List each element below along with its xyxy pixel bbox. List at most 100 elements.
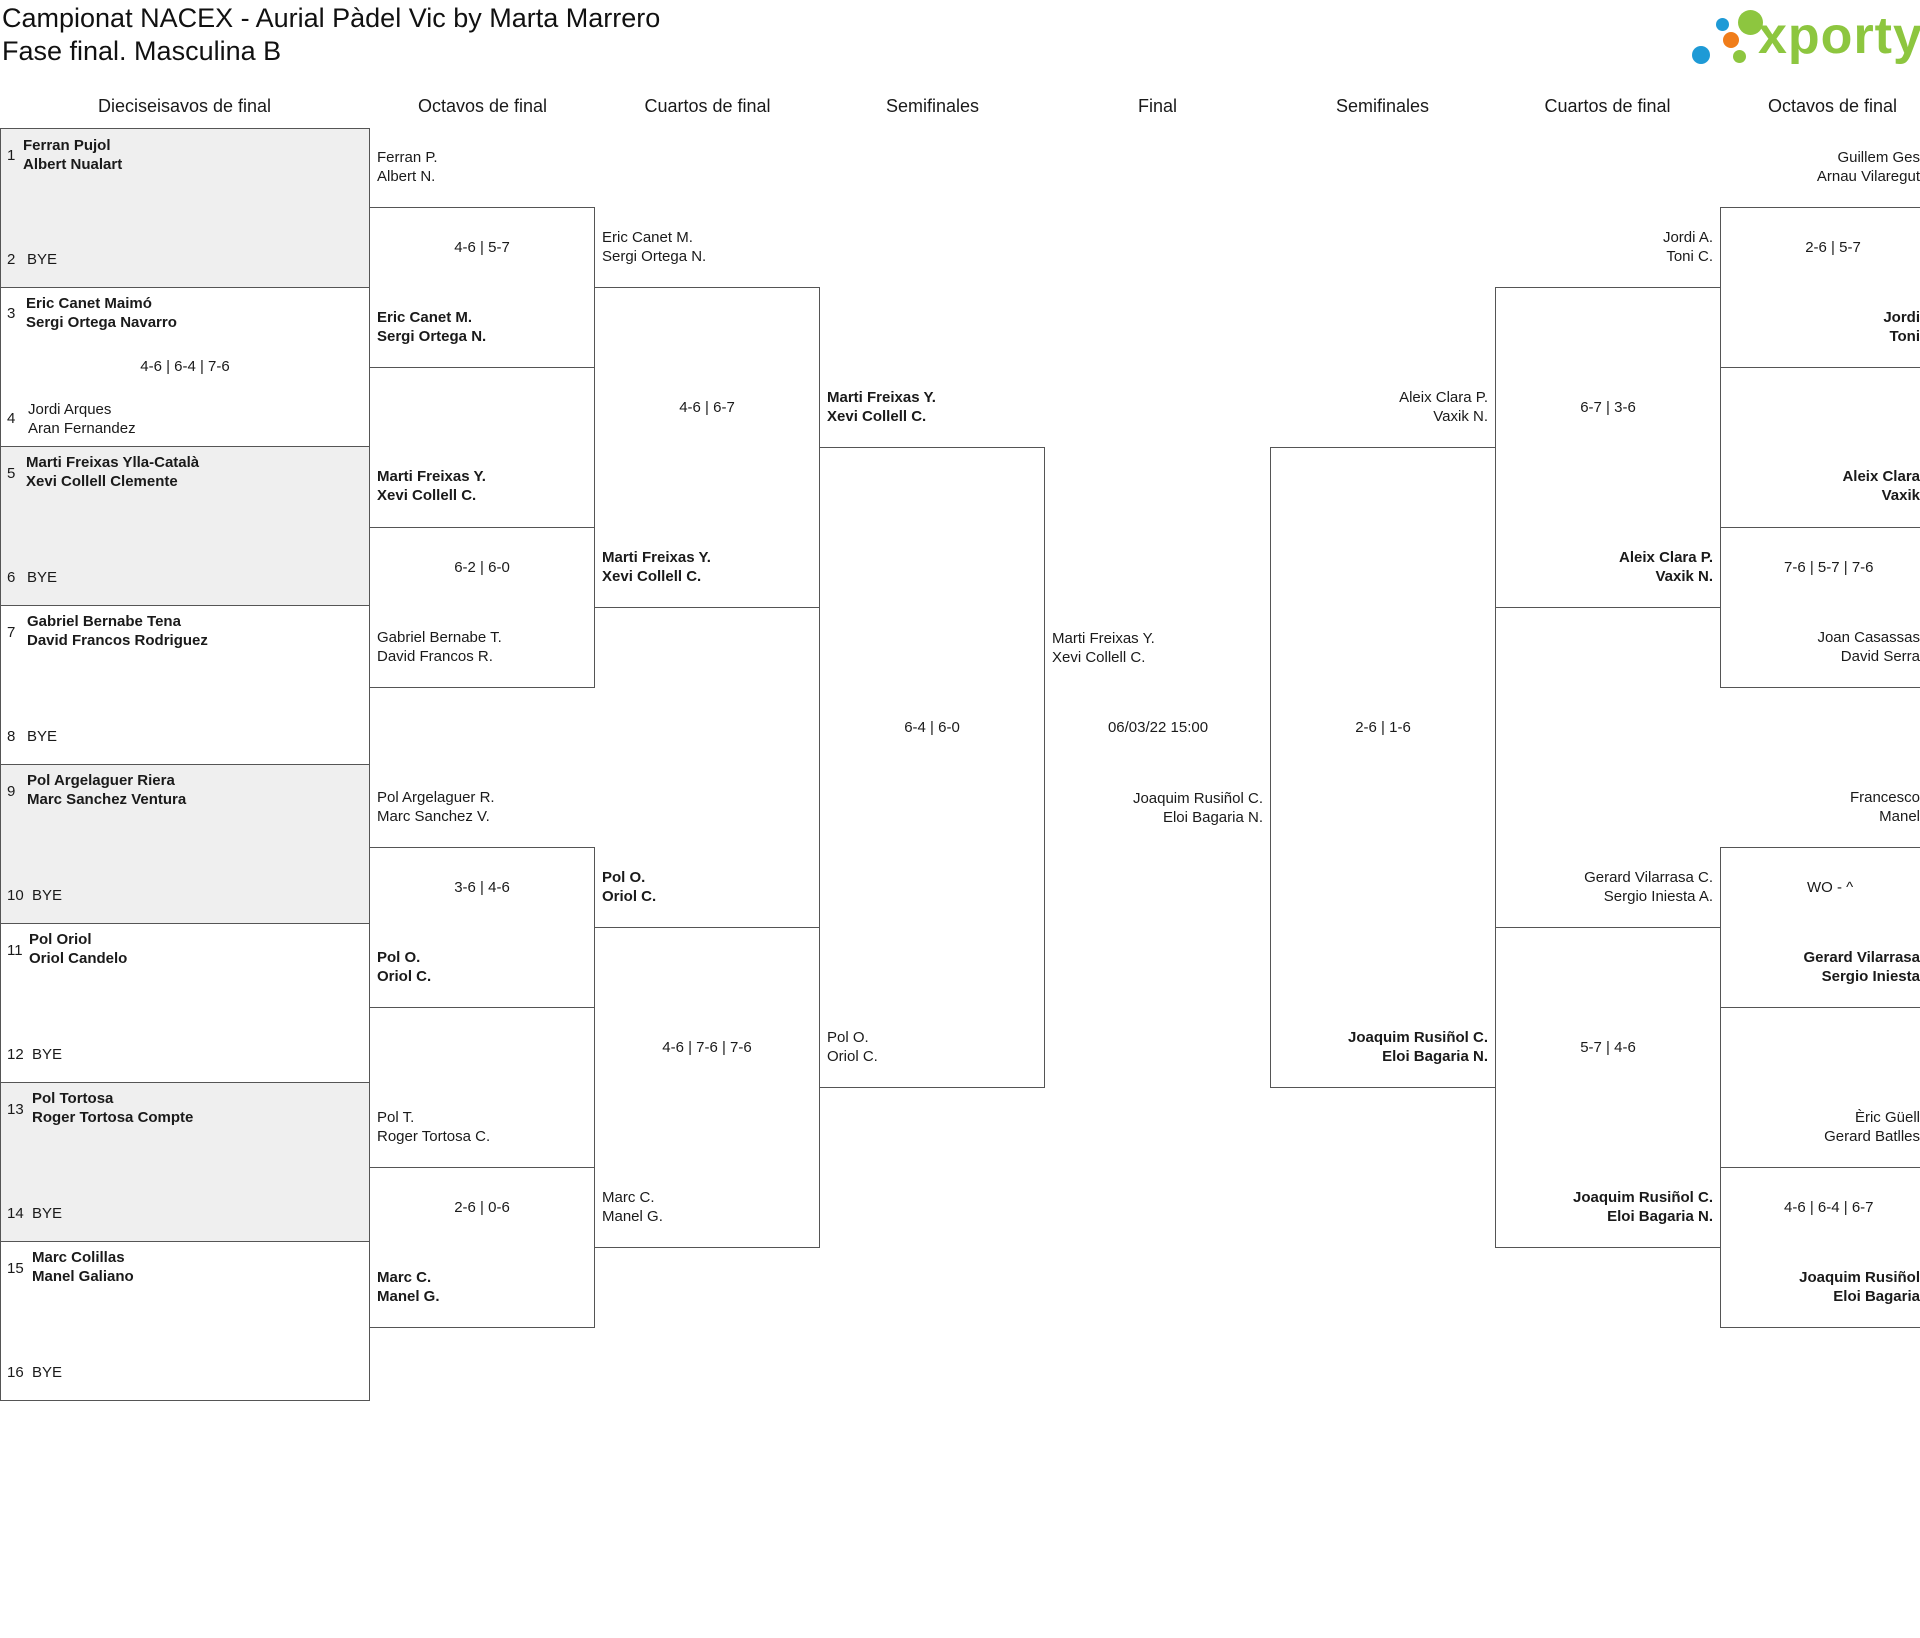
- match-score: 2-6 | 0-6: [454, 1199, 510, 1216]
- seed-player: Marc Sanchez Ventura: [27, 791, 187, 808]
- col-header-octavos-left: Octavos de final: [417, 96, 548, 116]
- match-box-r16-1[interactable]: [369, 207, 595, 368]
- col-header-octavos-right: Octavos de final: [1767, 96, 1898, 116]
- xporty-logo[interactable]: xporty: [1690, 4, 1920, 66]
- seed-number: 7: [7, 624, 16, 641]
- team-name: Xevi Collell C.: [602, 568, 702, 585]
- team-name: Albert N.: [377, 168, 436, 185]
- seed-player: BYE: [27, 251, 58, 268]
- team-name: Vaxik N.: [1433, 408, 1488, 425]
- final-date: 06/03/22 15:00: [1107, 719, 1209, 736]
- team-name: Gerard Batlles: [1824, 1128, 1920, 1145]
- match-box-r16-4[interactable]: [369, 1167, 595, 1328]
- match-score: 7-6 | 5-7 | 7-6: [1784, 559, 1874, 576]
- match-box-r32-1[interactable]: [0, 128, 370, 288]
- seed-player: BYE: [27, 569, 58, 586]
- team-name: Marti Freixas Y.: [377, 468, 486, 485]
- seed-number: 6: [7, 569, 16, 586]
- seed-player: BYE: [32, 1205, 63, 1222]
- team-name: Pol T.: [377, 1109, 415, 1126]
- seed-number: 3: [7, 305, 16, 322]
- team-name: Pol O.: [602, 869, 646, 886]
- team-name: Pol O.: [827, 1029, 869, 1046]
- finalist-name: Eloi Bagaria N.: [1162, 809, 1263, 826]
- team-name: Aleix Clara P.: [1619, 549, 1713, 566]
- match-box-qf-left-1[interactable]: [594, 287, 820, 608]
- team-name: Joaquim Rusiñol C.: [1347, 1029, 1488, 1046]
- team-name: Aleix Clara P.: [1399, 389, 1488, 406]
- seed-number: 9: [7, 783, 16, 800]
- team-name: Sergio Iniesta: [1821, 968, 1920, 985]
- match-score: 4-6 | 6-7: [679, 399, 735, 416]
- match-box-r16-3[interactable]: [369, 847, 595, 1008]
- team-name: Oriol C.: [602, 888, 657, 905]
- match-box-r16-right-4[interactable]: [1720, 1167, 1920, 1328]
- match-box-qf-right-2[interactable]: [1495, 927, 1721, 1248]
- seed-player: Manel Galiano: [32, 1268, 134, 1285]
- team-name: Guillem Ges: [1837, 149, 1920, 166]
- logo-dot-blue-small: [1716, 18, 1729, 31]
- seed-player: Gabriel Bernabe Tena: [27, 613, 181, 630]
- match-box-r32-8[interactable]: [0, 1241, 370, 1401]
- col-header-semis-right: Semifinales: [1335, 96, 1430, 116]
- team-name: Sergio Iniesta A.: [1603, 888, 1713, 905]
- match-box-sf-left[interactable]: [819, 447, 1045, 1088]
- seed-player: Pol Tortosa: [32, 1090, 114, 1107]
- match-box-qf-left-2[interactable]: [594, 927, 820, 1248]
- col-header-dieciseisavos: Dieciseisavos de final: [97, 96, 272, 116]
- logo-dot-orange: [1723, 32, 1739, 48]
- match-box-r32-5[interactable]: [0, 764, 370, 924]
- team-name: Marti Freixas Y.: [602, 549, 711, 566]
- seed-number: 8: [7, 728, 16, 745]
- logo-text: xporty: [1758, 7, 1920, 65]
- team-name: Eloi Bagaria N.: [1382, 1048, 1488, 1065]
- team-name: Gabriel Bernabe T.: [377, 629, 502, 646]
- team-name: Joaquim Rusiñol: [1799, 1269, 1920, 1286]
- match-score: 6-4 | 6-0: [904, 719, 960, 736]
- match-box-r32-4[interactable]: [0, 605, 370, 765]
- seed-player: Albert Nualart: [23, 156, 123, 173]
- seed-number: 13: [7, 1101, 24, 1118]
- match-box-r16-right-1[interactable]: [1720, 207, 1920, 368]
- team-name: Jordi A.: [1662, 229, 1713, 246]
- team-name: Eric Canet M.: [602, 229, 693, 246]
- team-name: Joaquim Rusiñol C.: [1572, 1189, 1713, 1206]
- team-name: Ferran P.: [377, 149, 438, 166]
- seed-number: 16: [7, 1364, 24, 1381]
- match-box-qf-right-1[interactable]: [1495, 287, 1721, 608]
- match-box-r32-7[interactable]: [0, 1082, 370, 1242]
- team-name: Roger Tortosa C.: [377, 1128, 491, 1145]
- finalist-name: Marti Freixas Y.: [1052, 630, 1155, 647]
- seed-player: Roger Tortosa Compte: [32, 1109, 194, 1126]
- team-name: Toni: [1889, 328, 1920, 345]
- match-box-sf-right[interactable]: [1270, 447, 1496, 1088]
- col-header-final: Final: [1137, 96, 1177, 116]
- team-name: Manel: [1879, 808, 1920, 825]
- team-name: Marti Freixas Y.: [827, 389, 936, 406]
- match-score: 4-6 | 6-4 | 6-7: [1784, 1199, 1874, 1216]
- team-name: Joan Casassas: [1817, 629, 1920, 646]
- match-box-r16-right-2[interactable]: [1720, 527, 1920, 688]
- seed-player: Jordi Arques: [28, 401, 112, 418]
- match-box-r16-right-3[interactable]: [1720, 847, 1920, 1008]
- seed-player: BYE: [27, 728, 58, 745]
- seed-player: Oriol Candelo: [29, 950, 128, 967]
- team-name: Vaxik N.: [1655, 568, 1713, 585]
- match-score: 6-7 | 3-6: [1580, 399, 1636, 416]
- seed-number: 14: [7, 1205, 24, 1222]
- page-title: Campionat NACEX - Aurial Pàdel Vic by Ma…: [2, 3, 661, 33]
- team-name: Pol Argelaguer R.: [377, 789, 495, 806]
- page-subtitle: Fase final. Masculina B: [2, 36, 282, 66]
- match-score: WO - ^: [1807, 879, 1854, 896]
- match-score: 4-6 | 6-4 | 7-6: [140, 358, 230, 375]
- team-name: Oriol C.: [377, 968, 432, 985]
- team-name: Vaxik: [1881, 487, 1920, 504]
- match-box-r16-2[interactable]: [369, 527, 595, 688]
- match-box-r32-6[interactable]: [0, 923, 370, 1083]
- match-box-r32-3[interactable]: [0, 446, 370, 606]
- seed-player: Marc Colillas: [32, 1249, 125, 1266]
- match-score: 2-6 | 5-7: [1805, 239, 1861, 256]
- team-name: Sergi Ortega N.: [602, 248, 707, 265]
- seed-player: Pol Argelaguer Riera: [27, 772, 175, 789]
- team-name: Èric Güell: [1854, 1109, 1920, 1126]
